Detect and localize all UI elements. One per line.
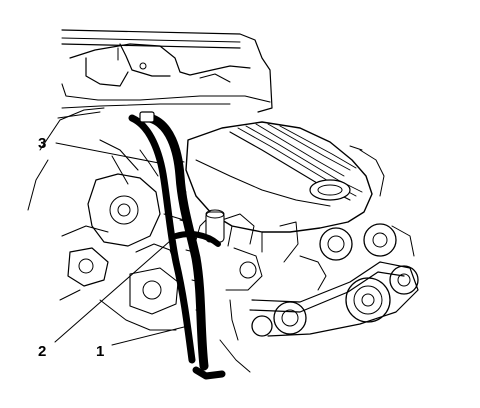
callout-3-label: 3 bbox=[38, 135, 46, 152]
callout-1-label: 1 bbox=[96, 343, 104, 360]
callout-2-label: 2 bbox=[38, 343, 46, 360]
cowl-panel bbox=[27, 29, 273, 211]
engine-cover bbox=[185, 121, 385, 253]
left-engine-details bbox=[59, 139, 189, 331]
hose-routing bbox=[128, 111, 226, 380]
callout-leaders bbox=[54, 142, 189, 346]
accessory-drive bbox=[205, 209, 419, 373]
